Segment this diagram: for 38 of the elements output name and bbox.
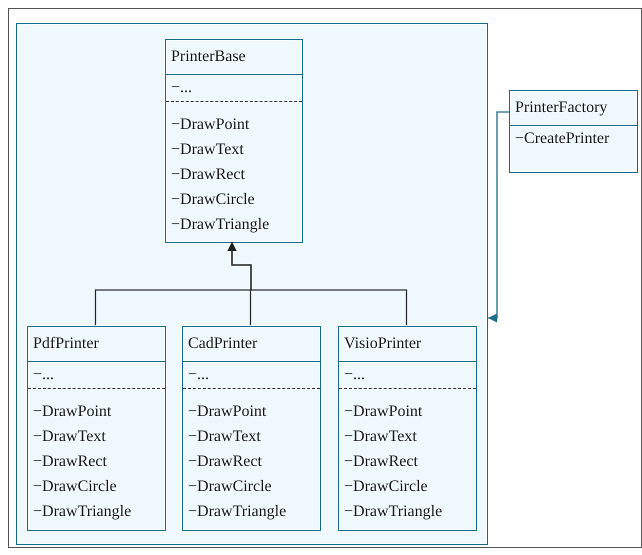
method-text: −DrawTriangle <box>188 502 286 522</box>
method-text: −DrawText <box>188 426 261 446</box>
method-text: −DrawRect <box>171 164 245 184</box>
method-text: −DrawCircle <box>33 476 117 496</box>
attribute-text: −... <box>171 78 192 98</box>
class-box <box>165 39 303 243</box>
method-text: −DrawTriangle <box>171 214 270 234</box>
class-name: PrinterBase <box>171 47 246 67</box>
class-box <box>338 326 477 531</box>
method-text: −DrawText <box>171 140 244 160</box>
method-text: −DrawPoint <box>344 402 422 422</box>
method-text: −CreatePrinter <box>515 128 610 148</box>
attribute-text: −... <box>33 365 54 385</box>
package-panel <box>16 23 488 545</box>
method-text: −DrawCircle <box>188 476 272 496</box>
class-box <box>509 90 638 173</box>
arrow <box>228 242 408 325</box>
method-text: −DrawText <box>344 426 417 446</box>
method-text: −DrawRect <box>188 452 262 472</box>
method-text: −DrawText <box>33 426 106 446</box>
class-name: VisioPrinter <box>344 334 422 354</box>
method-text: −DrawRect <box>344 452 418 472</box>
attribute-text: −... <box>188 365 210 385</box>
method-text: −DrawRect <box>33 452 107 472</box>
method-text: −DrawPoint <box>33 402 112 422</box>
class-name: CadPrinter <box>188 334 258 354</box>
method-text: −DrawPoint <box>188 402 266 422</box>
attribute-text: −... <box>344 365 366 385</box>
method-text: −DrawTriangle <box>344 502 442 522</box>
method-text: −DrawCircle <box>171 190 255 210</box>
method-text: −DrawCircle <box>344 476 428 496</box>
class-name: PdfPrinter <box>33 334 99 354</box>
class-box <box>27 326 166 531</box>
class-name: PrinterFactory <box>515 98 608 118</box>
class-box <box>182 326 321 531</box>
method-text: −DrawTriangle <box>33 502 132 522</box>
arrow <box>488 111 509 322</box>
method-text: −DrawPoint <box>171 114 250 134</box>
